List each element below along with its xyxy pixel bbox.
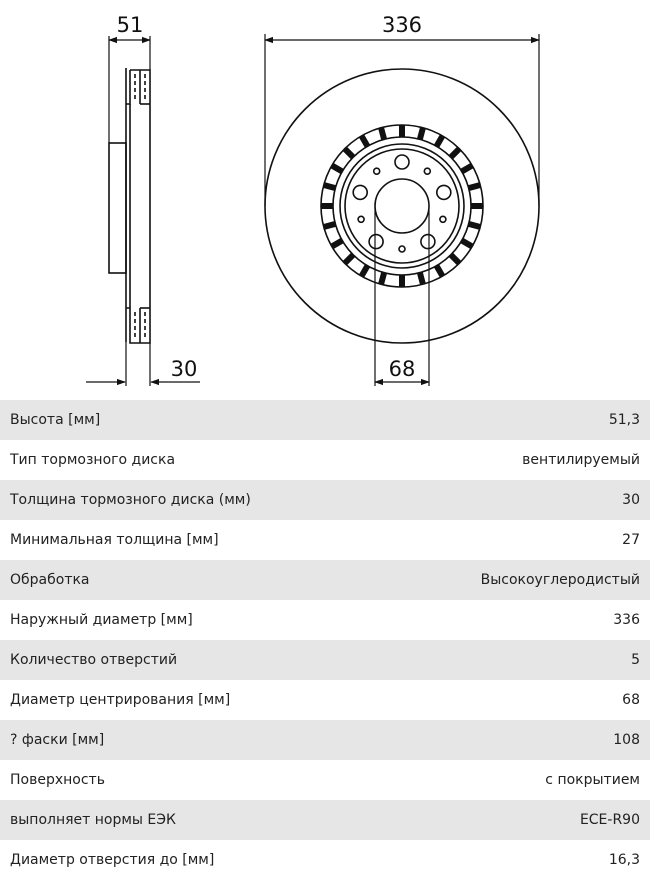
spec-row: Толщина тормозного диска (мм) 30 [0, 480, 650, 520]
dimension-51 [108, 36, 151, 143]
vent-slot [448, 146, 462, 160]
vent-slot [416, 126, 426, 141]
vent-slot [322, 220, 337, 230]
spec-value: Высокоуглеродистый [480, 572, 640, 588]
spec-row: Высота [мм] 51,3 [0, 400, 650, 440]
dimension-336 [264, 34, 540, 206]
spec-row: Диаметр отверстия до [мм] 16,3 [0, 840, 650, 880]
vent-slot [467, 220, 482, 230]
locating-hole [372, 167, 381, 175]
vent-slot [399, 125, 405, 137]
locating-hole [439, 215, 447, 224]
vent-slot [378, 126, 388, 141]
spec-value: 51,3 [608, 412, 640, 428]
vent-slot [460, 162, 474, 175]
spec-label: Наружный диаметр [мм] [10, 612, 193, 628]
spec-row: Наружный диаметр [мм] 336 [0, 600, 650, 640]
spec-label: Количество отверстий [10, 652, 178, 668]
spec-row: ? фаски [мм] 108 [0, 720, 650, 760]
vent-slot [330, 237, 344, 250]
vent-slot [342, 252, 356, 266]
spec-row: Поверхность с покрытием [0, 760, 650, 800]
bolt-holes [352, 154, 452, 250]
spec-label: Минимальная толщина [мм] [10, 532, 219, 548]
vent-ring-inner [332, 136, 472, 276]
bolt-hole [368, 233, 384, 250]
spec-label: Поверхность [10, 772, 105, 788]
bolt-hole [420, 233, 436, 250]
outer-rim [264, 68, 540, 344]
spec-value: вентилируемый [522, 452, 640, 468]
locating-hole [357, 215, 365, 224]
vent-slot [342, 146, 356, 160]
spec-label: ? фаски [мм] [10, 732, 105, 748]
vent-slot [416, 271, 426, 286]
spec-label: Высота [мм] [10, 412, 101, 428]
spec-row: Количество отверстий 5 [0, 640, 650, 680]
vent-slots [321, 125, 483, 287]
spec-value: 68 [622, 692, 640, 708]
spec-value: с покрытием [545, 772, 640, 788]
spec-label: Тип тормозного диска [10, 452, 176, 468]
hat-edge [339, 143, 465, 269]
dimension-68 [374, 210, 430, 386]
spec-label: Диаметр центрирования [мм] [10, 692, 231, 708]
vent-slot [433, 134, 446, 148]
spec-value: 16,3 [608, 852, 640, 868]
center-bore [374, 178, 430, 234]
vent-slot [433, 264, 446, 278]
vent-slot [358, 134, 371, 148]
dimension-30 [86, 342, 200, 386]
spec-row: Обработка Высокоуглеродистый [0, 560, 650, 600]
dimension-label-68: 68 [389, 357, 416, 381]
dimension-label-336: 336 [382, 13, 422, 37]
vent-slot [358, 264, 371, 278]
vent-slot [471, 203, 483, 209]
vent-slot [321, 203, 333, 209]
bolt-hole [352, 184, 369, 201]
spec-value: ECE-R90 [579, 812, 640, 828]
spec-value: 5 [631, 652, 640, 668]
brake-disc-drawing: 51 30 336 68 [86, 13, 540, 386]
hat-inner [344, 148, 460, 264]
locating-hole [398, 245, 406, 253]
vent-slot [399, 275, 405, 287]
vent-slot [322, 182, 337, 192]
spec-value: 336 [613, 612, 640, 628]
locating-holes [357, 167, 447, 253]
vent-slot [467, 182, 482, 192]
spec-row: Тип тормозного диска вентилируемый [0, 440, 650, 480]
spec-row: выполняет нормы ЕЭК ECE-R90 [0, 800, 650, 840]
vent-slot [330, 162, 344, 175]
spec-label: выполняет нормы ЕЭК [10, 812, 176, 828]
spec-label: Толщина тормозного диска (мм) [10, 492, 251, 508]
locating-hole [423, 167, 432, 175]
dimension-label-30: 30 [171, 357, 198, 381]
spec-row: Диаметр центрирования [мм] 68 [0, 680, 650, 720]
spec-row: Минимальная толщина [мм] 27 [0, 520, 650, 560]
spec-value: 27 [622, 532, 640, 548]
spec-label: Обработка [10, 572, 90, 588]
spec-value: 108 [613, 732, 640, 748]
disc-side-view [108, 68, 151, 344]
disc-front-view [264, 68, 540, 344]
spec-label: Диаметр отверстия до [мм] [10, 852, 215, 868]
vent-slot [460, 237, 474, 250]
spec-value: 30 [622, 492, 640, 508]
bolt-hole [394, 154, 410, 170]
vent-slot [448, 252, 462, 266]
hat-flange [108, 142, 127, 274]
dimension-label-51: 51 [117, 13, 144, 37]
vent-slot [378, 271, 388, 286]
bolt-hole [435, 184, 452, 201]
